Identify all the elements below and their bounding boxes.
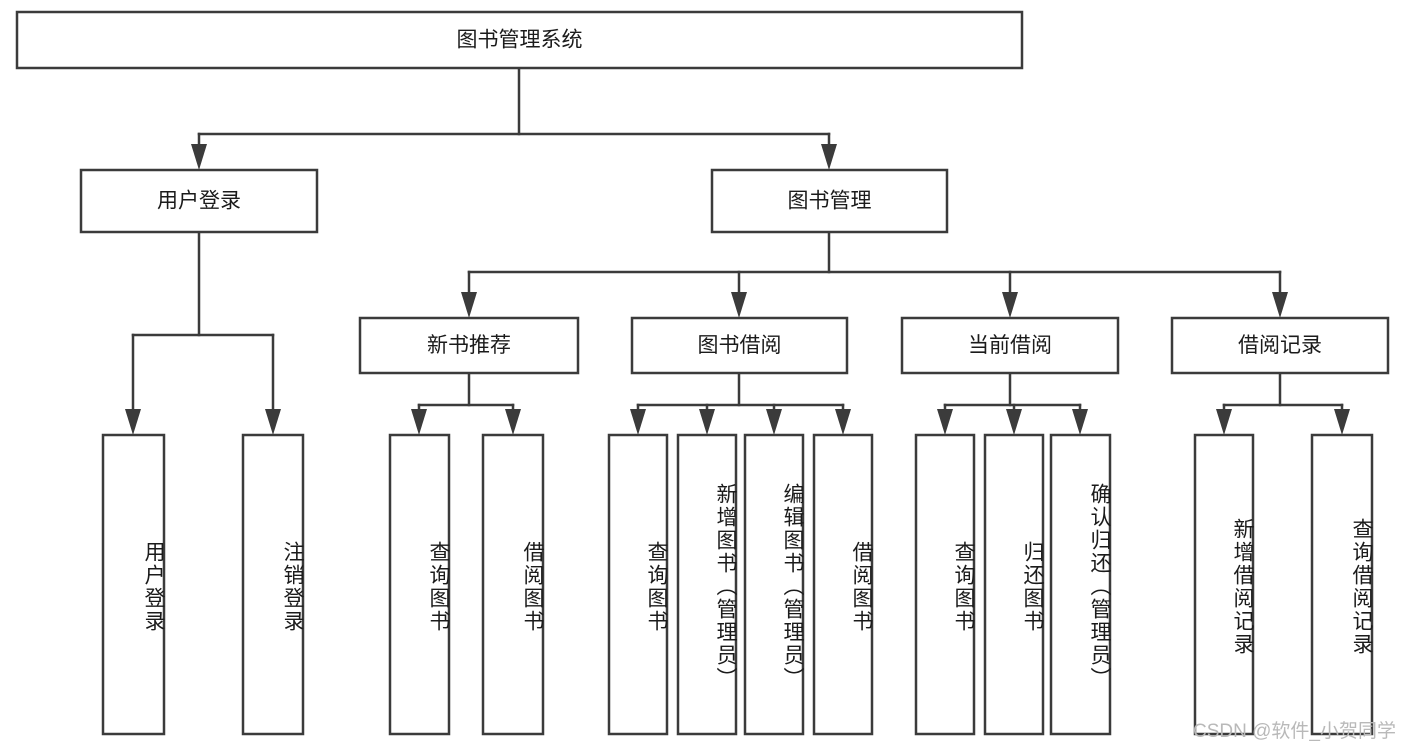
leaf-node-box[interactable] (676, 433, 738, 736)
leaf-node-box[interactable] (812, 433, 874, 736)
level2-node-label: 图书管理 (788, 190, 872, 213)
connector-arrow-icon (1216, 409, 1232, 435)
leaf-node-box[interactable] (743, 433, 805, 736)
leaf-node-box[interactable] (388, 433, 451, 736)
connector-arrow-icon (265, 409, 281, 435)
connector-arrow-icon (1006, 409, 1022, 435)
connector-arrow-icon (630, 409, 646, 435)
level2-node-box[interactable] (79, 168, 319, 234)
level3-node-box[interactable] (630, 316, 849, 375)
watermark-text: CSDN @软件_小贺同学 (1193, 721, 1396, 742)
level3-node-label: 新书推荐 (427, 334, 511, 357)
connector-arrow-icon (699, 409, 715, 435)
leaf-node-box[interactable] (1049, 433, 1112, 736)
leaf-node-box[interactable] (1193, 433, 1255, 736)
level2-node-box[interactable] (710, 168, 949, 234)
node-boxes-layer (15, 10, 1390, 736)
connector-arrow-icon (1002, 292, 1018, 318)
level2-node-label: 用户登录 (157, 190, 241, 213)
connector-arrow-icon (125, 409, 141, 435)
connector-arrow-icon (1334, 409, 1350, 435)
leaf-node-box[interactable] (481, 433, 545, 736)
leaf-node-box[interactable] (914, 433, 976, 736)
level3-node-label: 借阅记录 (1238, 334, 1322, 357)
leaf-node-box[interactable] (241, 433, 305, 736)
connector-arrow-icon (766, 409, 782, 435)
connector-arrow-icon (937, 409, 953, 435)
connector-arrow-icon (191, 144, 207, 170)
leaf-node-box[interactable] (1310, 433, 1374, 736)
connector-arrow-icon (731, 292, 747, 318)
connector-arrow-icon (1272, 292, 1288, 318)
leaf-node-box[interactable] (983, 433, 1045, 736)
connector-arrow-icon (1072, 409, 1088, 435)
connector-arrow-icon (821, 144, 837, 170)
connector-arrow-icon (505, 409, 521, 435)
connectors-layer (125, 66, 1350, 435)
level3-node-label: 当前借阅 (968, 334, 1052, 357)
connector-arrow-icon (835, 409, 851, 435)
leaf-node-box[interactable] (607, 433, 669, 736)
root-node-label: 图书管理系统 (457, 29, 583, 52)
connector-arrow-icon (411, 409, 427, 435)
leaf-node-box[interactable] (101, 433, 166, 736)
level3-node-box[interactable] (1170, 316, 1390, 375)
level3-node-box[interactable] (900, 316, 1120, 375)
root-node-box[interactable] (15, 10, 1024, 70)
level3-node-label: 图书借阅 (698, 334, 782, 357)
level3-node-box[interactable] (358, 316, 580, 375)
connector-arrow-icon (461, 292, 477, 318)
